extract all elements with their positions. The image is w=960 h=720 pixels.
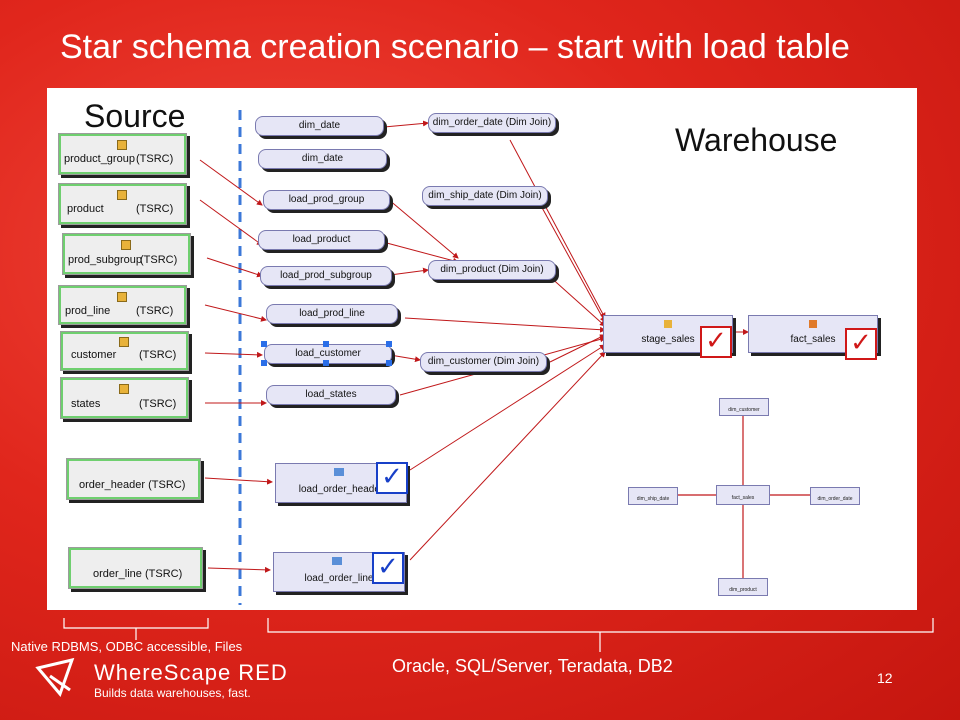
table-icon [119,384,129,394]
source-label: Source [84,98,186,134]
source-tag: (TSRC) [136,305,174,317]
dim-customer-join-node[interactable]: dim_customer (Dim Join) [420,352,547,372]
table-icon [119,337,129,347]
source-tag: (TSRC) [136,153,174,165]
table-icon [117,292,127,302]
node-label: fact_sales [790,334,836,345]
selection-handle[interactable] [386,360,392,366]
fact-icon [809,320,817,328]
check-icon: ✓ [845,328,877,360]
node-label: load_order_line [304,573,374,584]
source-table-order-header[interactable]: order_header (TSRC) [66,458,201,500]
node-label: load_customer [295,348,361,359]
node-label: dim_order_date (Dim Join) [432,117,552,128]
node-label: load_prod_line [299,308,365,319]
dim-ship-date-join-node[interactable]: dim_ship_date (Dim Join) [422,186,548,206]
check-icon: ✓ [700,326,732,358]
dim-order-date-join-node[interactable]: dim_order_date (Dim Join) [428,113,556,133]
load-prod-line-node[interactable]: load_prod_line [266,304,398,324]
warehouse-label: Warehouse [675,122,838,158]
source-name: order_line (TSRC) [93,568,183,580]
source-tag: (TSRC) [140,254,178,266]
star-fact-sales[interactable]: fact_sales [716,485,770,505]
star-dim-product[interactable]: dim_product [718,578,768,596]
source-table-product-group[interactable]: product_group (TSRC) [58,133,187,175]
source-platforms-note: Native RDBMS, ODBC accessible, Files [11,639,243,654]
page-number: 12 [877,670,893,686]
wherescape-logo-mark [35,657,75,697]
source-table-prod-line[interactable]: prod_line (TSRC) [58,285,187,325]
node-label: stage_sales [641,334,695,345]
stage-icon [664,320,672,328]
load-table-icon [332,557,342,565]
load-prod-subgroup-node[interactable]: load_prod_subgroup [260,266,392,286]
node-label: dim_ship_date (Dim Join) [428,190,542,201]
load-prod-group-node[interactable]: load_prod_group [263,190,390,210]
source-table-product[interactable]: product (TSRC) [58,183,187,225]
source-name: prod_subgroup [68,254,143,266]
load-states-node[interactable]: load_states [266,385,396,405]
selection-handle[interactable] [323,341,329,347]
node-label: dim_product (Dim Join) [440,264,544,275]
slide-title: Star schema creation scenario – start wi… [60,28,850,66]
source-table-order-line[interactable]: order_line (TSRC) [68,547,203,589]
star-dim-ship-date[interactable]: dim_ship_date [628,487,678,505]
dim-date-node[interactable]: dim_date [258,149,387,169]
star-dim-customer[interactable]: dim_customer [719,398,769,416]
source-table-prod-subgroup[interactable]: prod_subgroup (TSRC) [62,233,191,275]
table-icon [121,240,131,250]
source-tag: (TSRC) [139,349,177,361]
source-tag: (TSRC) [136,203,174,215]
selection-handle[interactable] [386,341,392,347]
dim-date-node[interactable]: dim_date [255,116,384,136]
table-icon [117,190,127,200]
brand-tagline: Builds data warehouses, fast. [94,686,251,700]
selection-handle[interactable] [261,360,267,366]
brand-name: WhereScape RED [94,660,288,685]
source-name: product_group [64,153,135,165]
node-label: dim_date [301,153,344,164]
dim-product-join-node[interactable]: dim_product (Dim Join) [428,260,556,280]
node-label: load_order_header [298,484,384,495]
check-icon: ✓ [372,552,404,584]
source-tag: (TSRC) [139,398,177,410]
node-label: dim_customer (Dim Join) [427,356,540,367]
source-name: customer [71,349,117,361]
star-dim-order-date[interactable]: dim_order_date [810,487,860,505]
source-name: order_header (TSRC) [79,479,186,491]
source-name: prod_line [65,305,111,317]
check-icon: ✓ [376,462,408,494]
source-table-customer[interactable]: customer (TSRC) [60,331,189,371]
node-label: load_states [305,389,357,400]
node-label: load_product [292,234,351,245]
source-name: states [71,398,101,410]
source-table-states[interactable]: states (TSRC) [60,377,189,419]
node-label: dim_date [298,120,341,131]
load-table-icon [334,468,344,476]
node-label: load_prod_subgroup [280,270,372,281]
selection-handle[interactable] [323,360,329,366]
table-icon [117,140,127,150]
selection-handle[interactable] [261,341,267,347]
load-product-node[interactable]: load_product [258,230,385,250]
source-name: product [67,203,104,215]
target-platforms-note: Oracle, SQL/Server, Teradata, DB2 [392,656,673,676]
node-label: load_prod_group [288,194,365,205]
